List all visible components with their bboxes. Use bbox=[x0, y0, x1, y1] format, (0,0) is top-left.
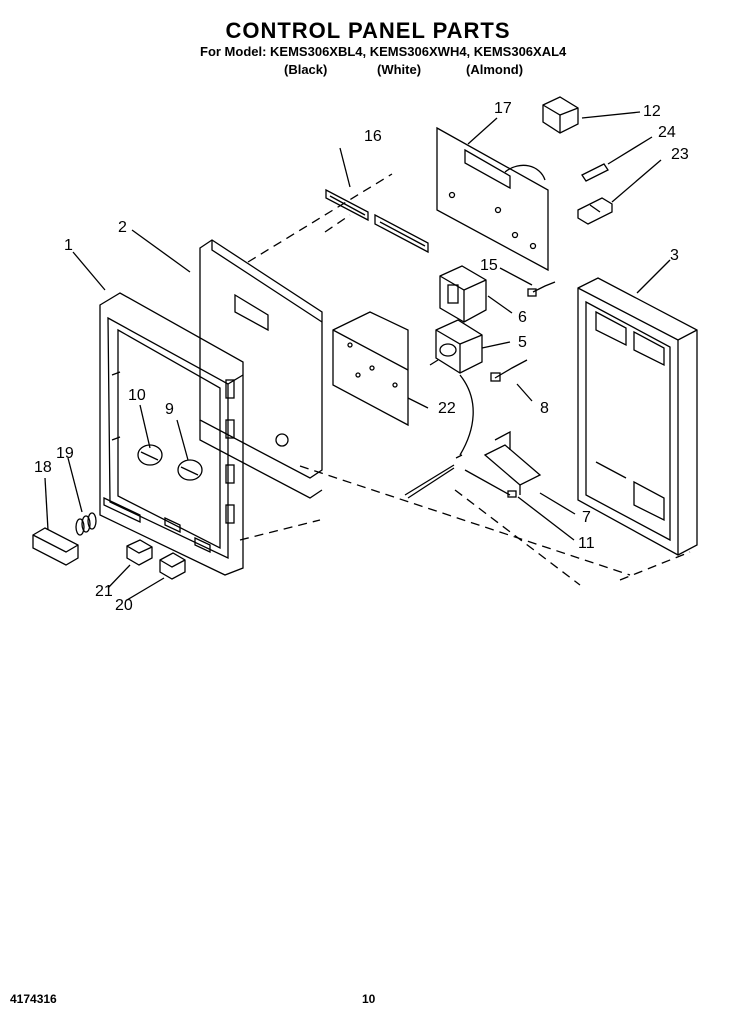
part-17-board bbox=[436, 126, 549, 272]
callout-2: 2 bbox=[118, 219, 127, 236]
part-19-spring bbox=[75, 512, 97, 536]
callout-20: 20 bbox=[115, 597, 133, 614]
callout-labels: 1 2 3 5 6 7 8 9 10 11 12 15 16 17 18 19 … bbox=[34, 100, 689, 614]
part-15-screw bbox=[527, 281, 556, 297]
part-2-panel bbox=[199, 239, 323, 499]
knob-10 bbox=[137, 444, 163, 466]
callout-9: 9 bbox=[165, 401, 174, 418]
part-8-screw bbox=[490, 359, 528, 382]
part-12-relay bbox=[542, 96, 579, 134]
callout-5: 5 bbox=[518, 334, 527, 351]
part-20-switch bbox=[159, 552, 186, 580]
part-16-brackets bbox=[325, 188, 429, 254]
knob-9 bbox=[177, 459, 203, 481]
assembly-guide-lines bbox=[239, 173, 691, 586]
part-6-switch bbox=[439, 265, 487, 323]
callout-15: 15 bbox=[480, 257, 498, 274]
callout-11: 11 bbox=[578, 535, 595, 552]
callout-6: 6 bbox=[518, 309, 527, 326]
callout-19: 19 bbox=[56, 445, 74, 462]
callout-10: 10 bbox=[128, 387, 146, 404]
callout-17: 17 bbox=[494, 100, 512, 117]
page-number: 10 bbox=[362, 992, 376, 1006]
part-5-timer bbox=[429, 319, 483, 374]
callout-7: 7 bbox=[582, 509, 591, 526]
part-23-fuse-holder bbox=[577, 197, 613, 225]
color-white-label: (White) bbox=[377, 62, 422, 77]
callout-18: 18 bbox=[34, 459, 52, 476]
callout-21: 21 bbox=[95, 583, 113, 600]
wire-harness bbox=[404, 374, 474, 499]
color-black-label: (Black) bbox=[284, 62, 328, 77]
document-number: 4174316 bbox=[10, 992, 57, 1006]
part-7-bracket bbox=[483, 430, 542, 495]
part-22-mount-plate bbox=[332, 311, 409, 427]
part-11-rod bbox=[464, 469, 517, 498]
part-3-back-panel bbox=[577, 277, 698, 556]
leader-lines bbox=[44, 111, 671, 601]
callout-8: 8 bbox=[540, 400, 549, 417]
part-18-latch bbox=[32, 527, 79, 566]
callout-22: 22 bbox=[438, 400, 456, 417]
color-almond-label: (Almond) bbox=[466, 62, 524, 77]
part-24-fuse bbox=[581, 163, 609, 182]
callout-12: 12 bbox=[643, 103, 661, 120]
model-list: For Model: KEMS306XBL4, KEMS306XWH4, KEM… bbox=[200, 44, 567, 59]
callout-24: 24 bbox=[658, 124, 676, 141]
callout-16: 16 bbox=[364, 128, 382, 145]
part-1-front-frame bbox=[99, 292, 244, 576]
part-21-switch bbox=[126, 539, 153, 566]
page-title: CONTROL PANEL PARTS bbox=[225, 18, 511, 43]
callout-23: 23 bbox=[671, 146, 689, 163]
callout-1: 1 bbox=[64, 237, 73, 254]
callout-3: 3 bbox=[670, 247, 679, 264]
